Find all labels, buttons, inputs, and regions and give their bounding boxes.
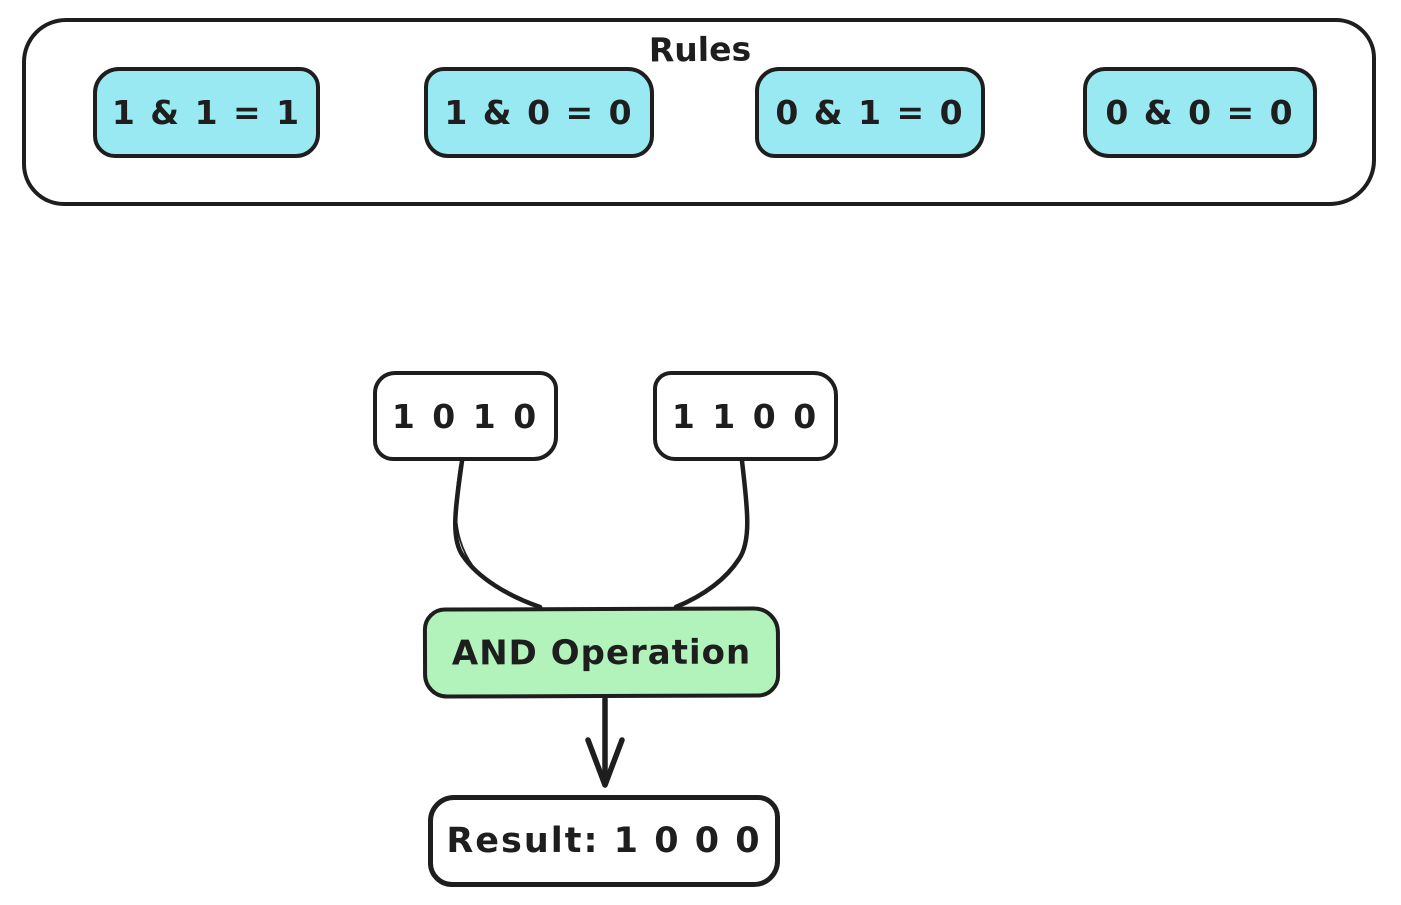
operand-box-a: 1 0 1 0 bbox=[373, 371, 558, 461]
rule-box-1and1: 1 & 1 = 1 bbox=[93, 67, 320, 158]
connector-right-curve bbox=[673, 458, 750, 610]
rule-box-0and1: 0 & 1 = 0 bbox=[755, 67, 985, 158]
operation-box: AND Operation bbox=[422, 606, 781, 699]
connector-left-curve-overdraw bbox=[455, 464, 483, 578]
rule-box-1and0: 1 & 0 = 0 bbox=[424, 67, 654, 158]
arrow-head bbox=[585, 737, 625, 788]
connector-left-curve bbox=[453, 458, 543, 610]
rule-box-0and0: 0 & 0 = 0 bbox=[1083, 67, 1317, 158]
result-box: Result: 1 0 0 0 bbox=[428, 795, 780, 887]
operand-box-b: 1 1 0 0 bbox=[653, 371, 838, 461]
rules-group-title: Rules bbox=[648, 29, 752, 70]
